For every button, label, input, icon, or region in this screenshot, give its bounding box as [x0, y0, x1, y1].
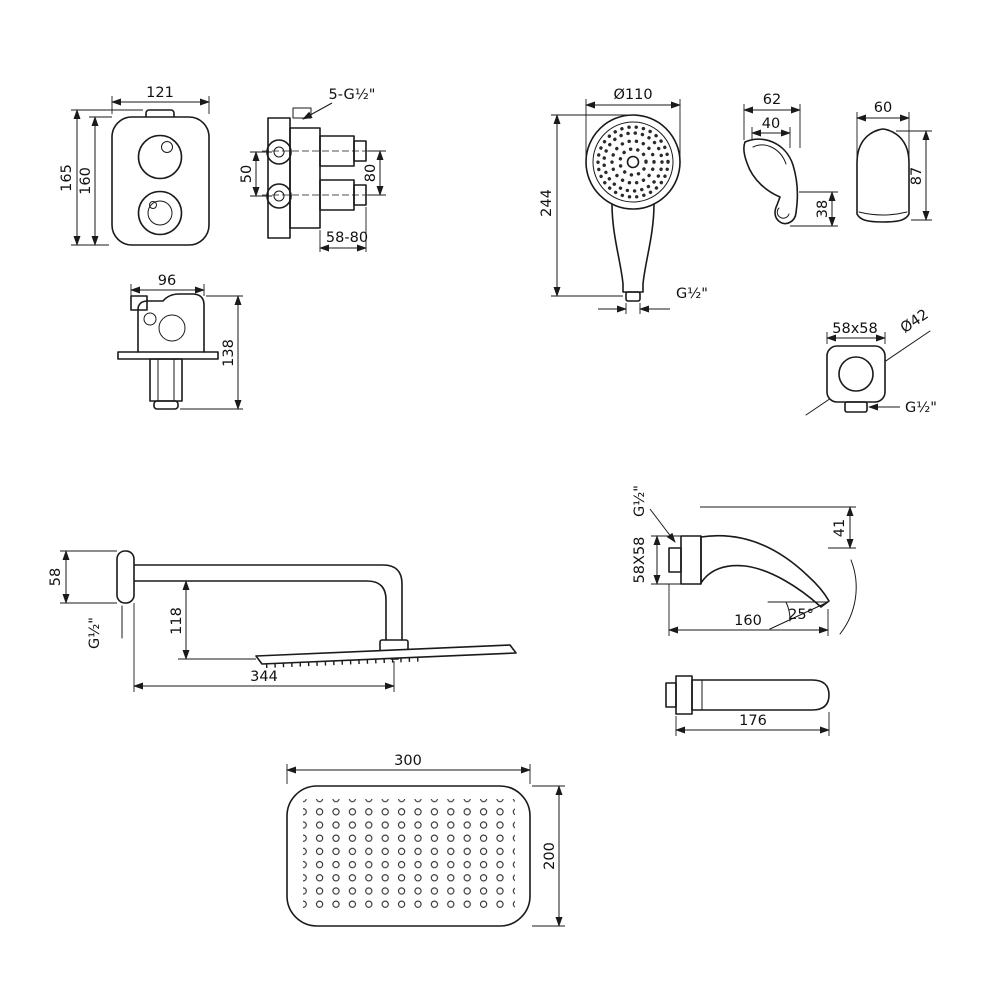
- rain-head-edge-view: [255, 644, 517, 665]
- dim-trim-height: 138: [221, 339, 237, 367]
- spout-top-body: [691, 679, 830, 711]
- mixer-upper-knob: [137, 134, 183, 180]
- drawing-hand-shower: Ø110 244 G½": [539, 87, 708, 314]
- rain-head-nozzle-ticks: [265, 657, 421, 668]
- dim-holder-width: 62: [763, 92, 781, 108]
- dim-spout-thread: G½": [632, 485, 648, 517]
- holder-front-body: [856, 128, 910, 223]
- dim-valve-thread: 5-G½": [329, 87, 376, 103]
- dim-mixer-height-inner: 160: [78, 167, 94, 195]
- dim-holder-front-width: 60: [874, 100, 892, 116]
- dim-spout-length: 176: [739, 713, 767, 729]
- arm-inner-edge: [133, 580, 387, 641]
- drawing-mixer-front: 121 165 160: [59, 85, 210, 246]
- drawing-spout-top: 176: [665, 675, 830, 736]
- dim-holder-inner: 40: [762, 116, 780, 132]
- dim-mixer-height-outer: 165: [59, 164, 75, 192]
- dim-arm-flange: 58: [48, 568, 64, 586]
- valve-body: [289, 127, 321, 229]
- dim-valve-spacing: 50: [239, 165, 255, 183]
- dim-spout-flange: 58X58: [632, 537, 648, 584]
- drawing-head-top: 300 200: [286, 753, 565, 927]
- escutcheon-plate: [826, 345, 886, 403]
- spout-wall-stub: [668, 547, 682, 573]
- valve-back-plate: [267, 117, 291, 239]
- arm-outer-edge: [133, 564, 403, 641]
- dim-arm-thread: G½": [87, 617, 103, 649]
- dim-handshower-thread: G½": [676, 286, 708, 302]
- dim-trim-width: 96: [158, 273, 176, 289]
- dim-holder-front-height: 87: [909, 167, 925, 185]
- drawing-holder-front: 60 87: [856, 100, 932, 223]
- holder-profile: [743, 138, 799, 225]
- arm-wall-flange: [116, 550, 135, 604]
- escutcheon-bore: [838, 356, 874, 392]
- dim-handshower-length: 244: [539, 189, 555, 217]
- trim-stem: [149, 358, 183, 402]
- dim-spout-reach: 160: [734, 613, 762, 629]
- trim-handle: [137, 293, 205, 353]
- drawing-shower-arm: 58 G½" 118 344: [48, 550, 517, 692]
- dim-spout-rise: 41: [832, 519, 848, 537]
- drawing-spout-side: G½" 58X58 41 25° 160: [632, 485, 857, 636]
- dim-arm-drop: 118: [169, 607, 185, 635]
- drawing-valve-body: 5-G½" 50 80 58-80: [239, 87, 386, 252]
- handshower-nozzle: [625, 291, 641, 302]
- dim-spout-angle: 25°: [788, 607, 814, 623]
- drawing-valve-trim: 96 138: [117, 273, 243, 410]
- escutcheon-stem: [844, 401, 868, 413]
- dim-arm-reach: 344: [250, 669, 278, 685]
- dim-escutcheon-size: 58x58: [832, 321, 877, 337]
- handshower-spray-dots: [596, 125, 670, 199]
- dim-holder-depth: 38: [815, 200, 831, 218]
- dim-handshower-diameter: Ø110: [613, 87, 652, 103]
- dim-valve-depth: 58-80: [326, 230, 368, 246]
- spout-body: [700, 534, 830, 608]
- handshower-handle: [611, 203, 655, 293]
- spout-top-flange: [675, 675, 693, 715]
- drawing-holder-side: 62 40 38: [743, 92, 838, 227]
- drawing-escutcheon: 58x58 Ø42 G½": [805, 307, 937, 416]
- dim-mixer-width: 121: [146, 85, 174, 101]
- mixer-lower-knob: [137, 190, 183, 236]
- dim-head-width: 300: [394, 753, 422, 769]
- dim-escutcheon-bore: Ø42: [898, 307, 932, 337]
- spout-flange: [680, 535, 702, 585]
- dim-valve-height: 80: [363, 164, 379, 182]
- mixer-plate: [111, 116, 210, 246]
- dim-escutcheon-thread: G½": [905, 400, 937, 416]
- rain-head-nozzle-grid: [303, 799, 515, 913]
- dim-head-depth: 200: [542, 842, 558, 870]
- trim-flange: [117, 351, 219, 360]
